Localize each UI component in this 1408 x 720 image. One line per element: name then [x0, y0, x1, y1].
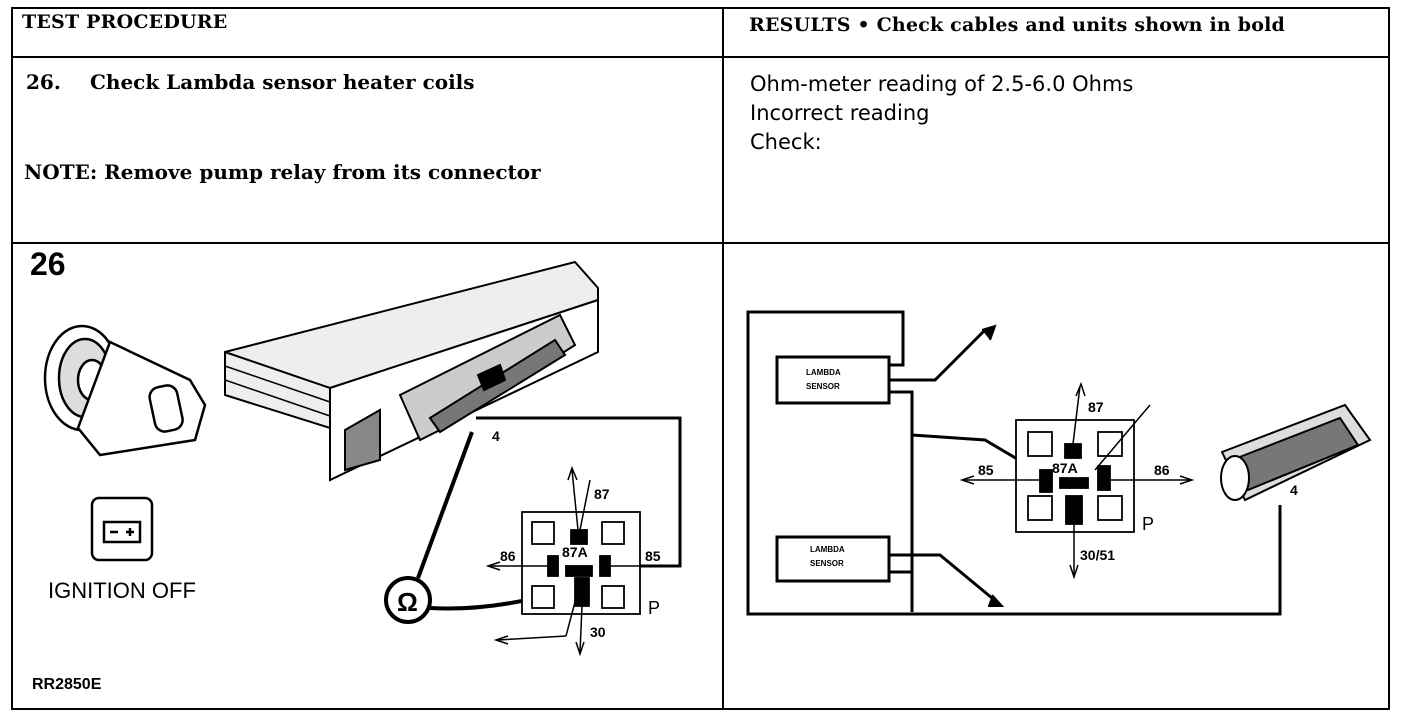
header-divider	[11, 56, 1390, 58]
svg-text:Ω: Ω	[397, 587, 418, 617]
relay-label: P	[648, 598, 660, 618]
ohm-meter-icon: Ω	[384, 576, 432, 624]
battery-icon	[90, 496, 154, 562]
result-line-check: Check:	[750, 130, 822, 154]
result-line-incorrect: Incorrect reading	[750, 101, 930, 125]
figure-number: 26	[30, 246, 66, 282]
procedure-table	[11, 7, 1390, 710]
ecu-unit-icon	[224, 260, 599, 482]
relay-terminal-86: 86	[500, 548, 516, 564]
step-note: NOTE: Remove pump relay from its connect…	[24, 160, 541, 184]
ignition-key-icon	[43, 324, 207, 457]
column-divider	[722, 7, 724, 710]
step-number: 26.	[26, 70, 61, 94]
ecu-pin-label: 4	[492, 428, 500, 444]
relay-base-icon	[521, 511, 641, 615]
step-title: Check Lambda sensor heater coils	[90, 70, 475, 94]
relay-terminal-30: 30	[590, 624, 606, 640]
ignition-off-label: IGNITION OFF	[48, 578, 196, 603]
relay-terminal-87a: 87A	[562, 544, 588, 560]
relay-terminal-87: 87	[594, 486, 610, 502]
figure-code: RR2850E	[32, 676, 102, 693]
left-figure-diagram: 4 Ω 87 87A 86 85 30 P	[43, 260, 682, 657]
meter-lead-1	[416, 431, 474, 579]
result-line-reading: Ohm-meter reading of 2.5-6.0 Ohms	[750, 72, 1134, 96]
row-divider	[11, 242, 1390, 244]
results-header: RESULTS • Check cables and units shown i…	[749, 14, 1285, 36]
relay-terminal-85: 85	[645, 548, 661, 564]
test-procedure-header: TEST PROCEDURE	[22, 11, 228, 33]
relay-arrows	[485, 465, 668, 657]
